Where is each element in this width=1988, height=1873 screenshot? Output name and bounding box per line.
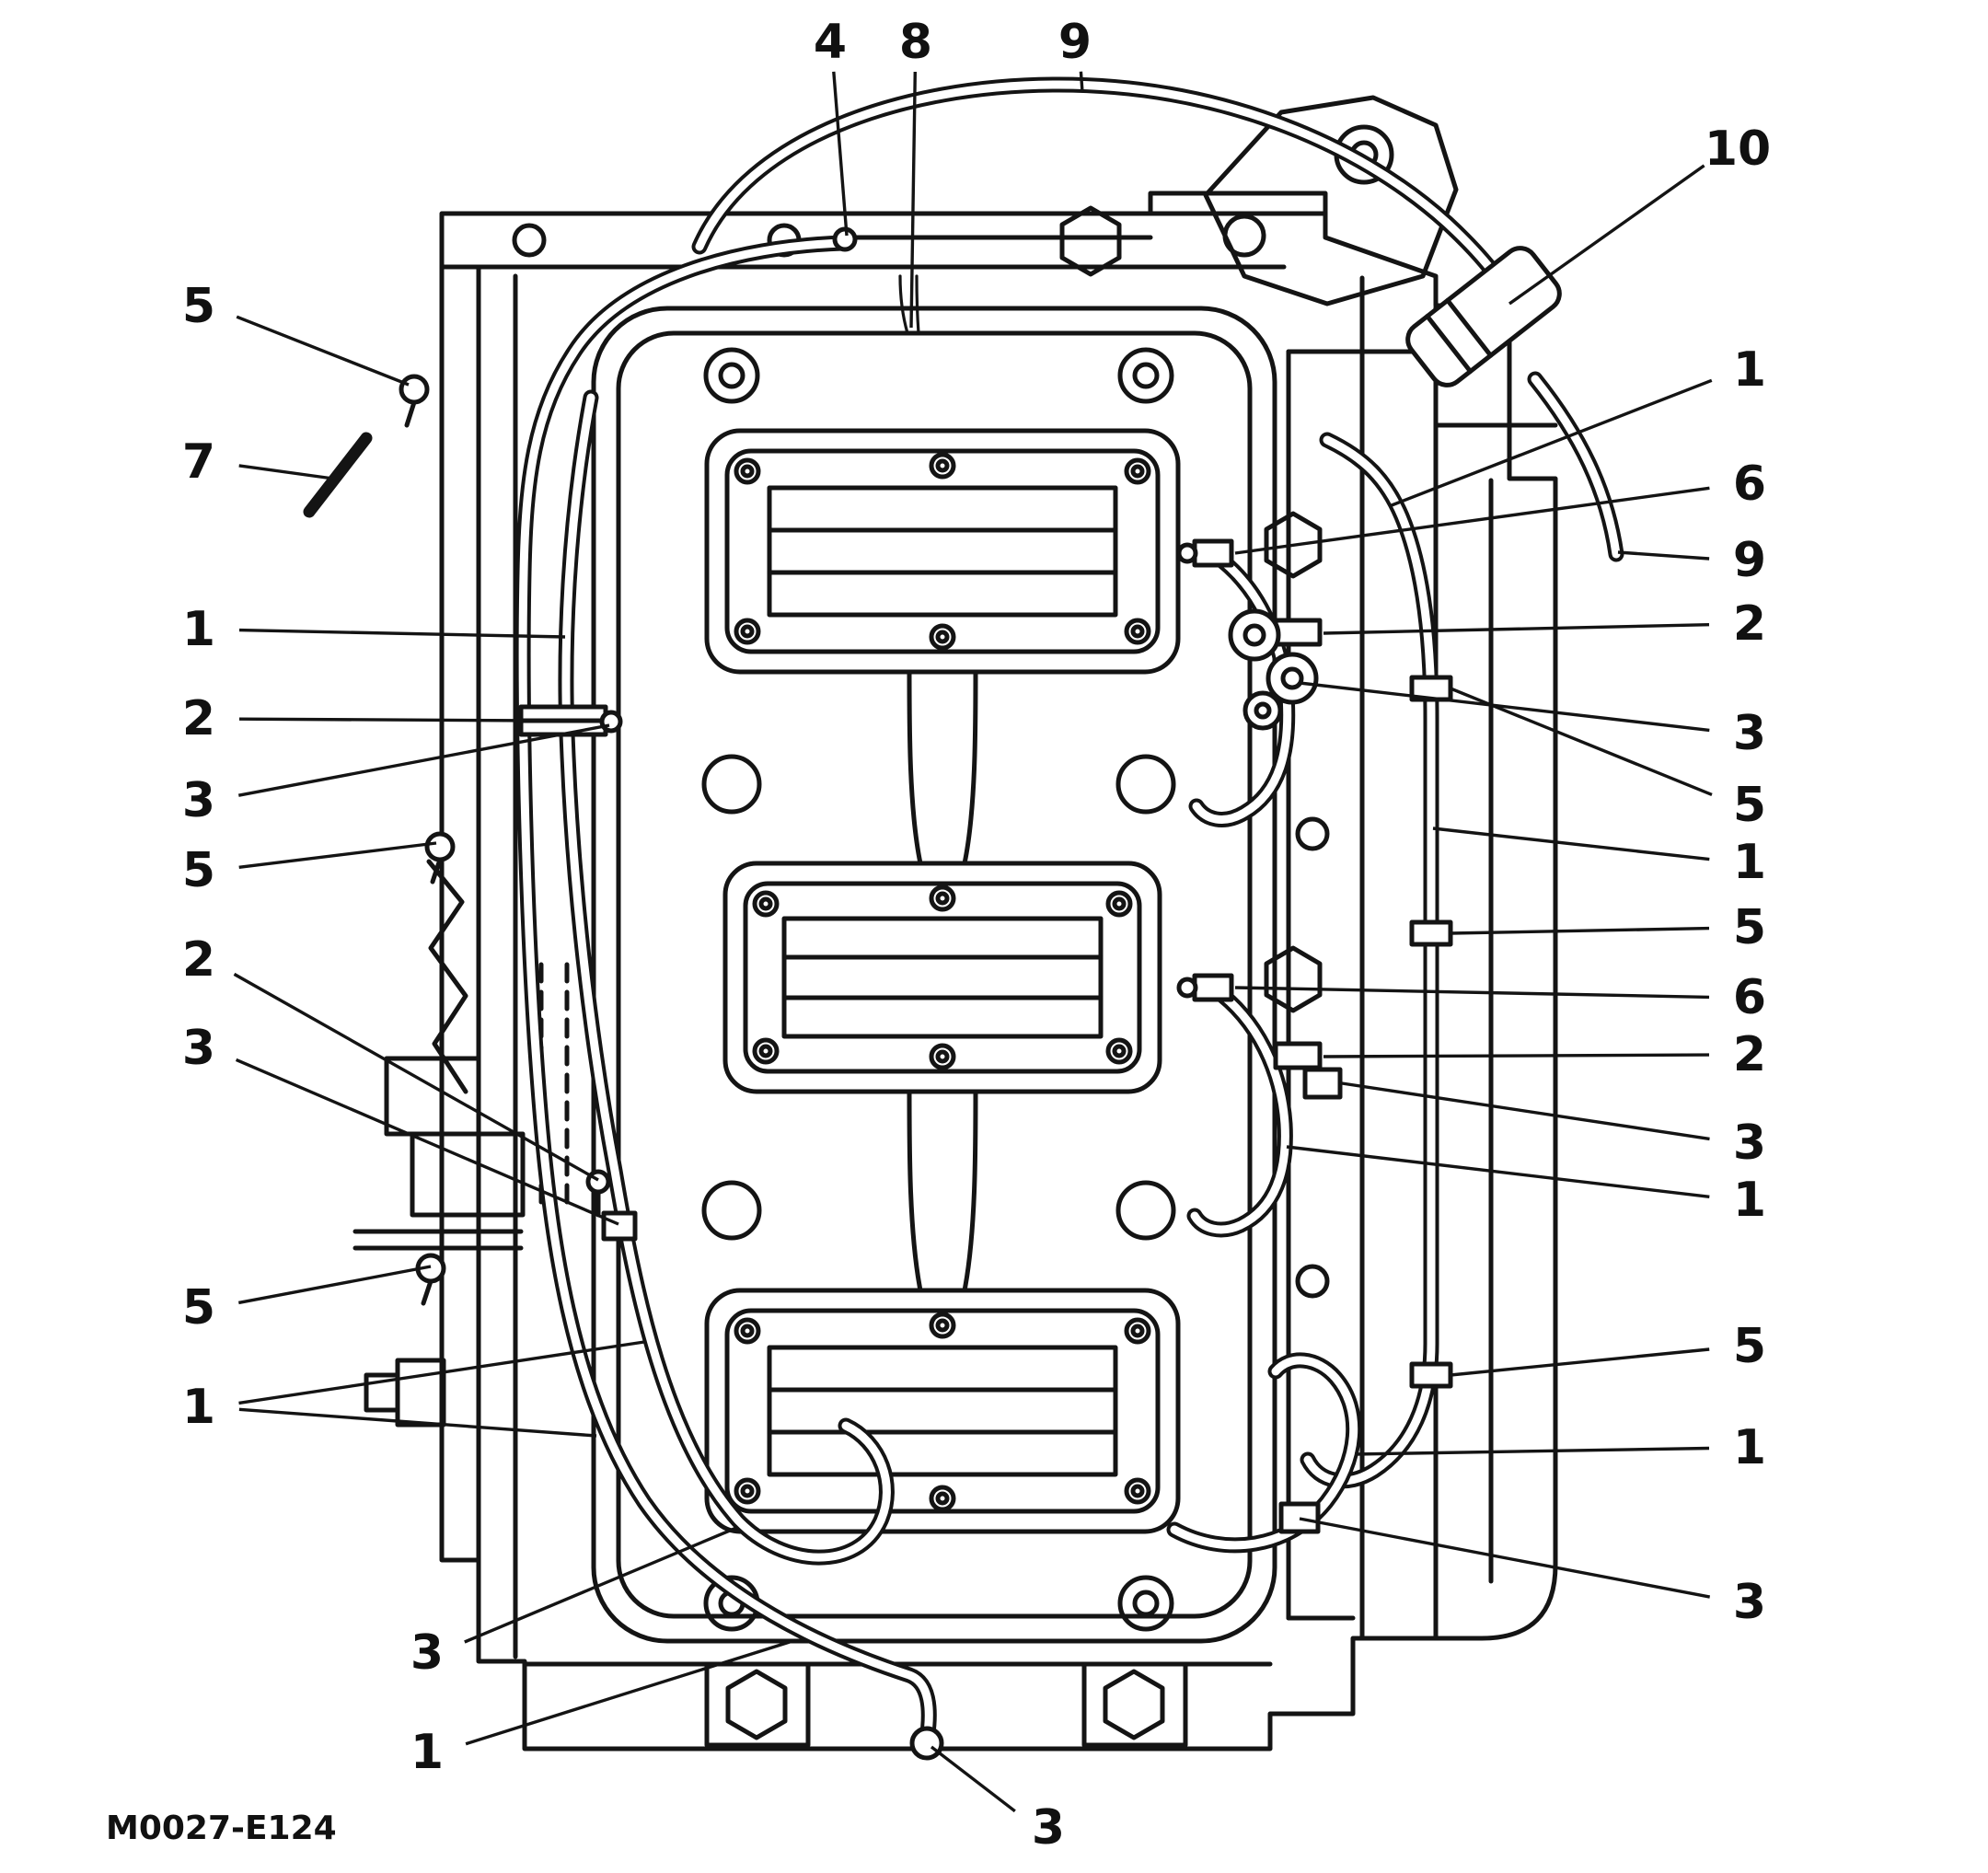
engine-block-structure: [353, 95, 1558, 1752]
lift-bracket: [1203, 95, 1459, 306]
callout-9: 9: [1058, 15, 1092, 70]
callout-7: 7: [182, 434, 215, 490]
callout-1: 1: [1733, 1173, 1766, 1228]
callout-leader-line: [464, 1526, 737, 1644]
hose-clamps-and-fittings: [303, 226, 1562, 1761]
callout-1: 1: [1733, 835, 1766, 890]
bottom-hex-bolt: [725, 1669, 788, 1740]
bottom-elbow: [909, 1726, 944, 1761]
callout-leader-line: [1323, 1053, 1710, 1058]
callout-5: 5: [1733, 778, 1766, 833]
callout-leader-line: [1354, 1446, 1710, 1456]
callout-leader-line: [1450, 926, 1710, 935]
callout-leader-line: [1286, 1145, 1710, 1198]
callout-1: 1: [1733, 1420, 1766, 1475]
callout-leader-line: [1234, 486, 1710, 555]
check-valve: [1228, 608, 1281, 662]
callout-5: 5: [182, 1280, 215, 1335]
callout-8: 8: [899, 15, 932, 70]
right-hose-clamp: [1273, 1041, 1323, 1070]
callout-leader-line: [237, 1265, 432, 1305]
left-elbow: [601, 1210, 638, 1242]
callout-10: 10: [1705, 121, 1771, 177]
nipple-fitting: [1192, 538, 1234, 568]
callout-leader-line: [832, 71, 849, 237]
callout-leader-line: [233, 972, 599, 1182]
callout-2: 2: [182, 691, 215, 746]
bottom-hex-bolt: [1103, 1669, 1165, 1740]
callout-leader-line: [1432, 827, 1710, 861]
callout-leader-line: [238, 628, 566, 639]
callout-3: 3: [1733, 1116, 1766, 1171]
callout-1: 1: [182, 602, 215, 657]
callout-3: 3: [182, 773, 215, 828]
callout-leader-line: [1450, 1347, 1710, 1377]
callout-3: 3: [1032, 1800, 1065, 1856]
callout-leader-line: [238, 841, 437, 869]
callout-leader-line: [1341, 1081, 1710, 1141]
callout-leader-line: [1391, 378, 1713, 507]
dowel-pin: [303, 432, 373, 518]
callout-6: 6: [1733, 457, 1766, 512]
callout-leader-line: [1234, 986, 1710, 1000]
callout-9: 9: [1733, 533, 1766, 588]
side-hex-bolt: [1264, 511, 1323, 579]
reed-cover-top: [704, 428, 1181, 675]
callout-5: 5: [1733, 1319, 1766, 1374]
hose-retainer-tab: [1409, 919, 1453, 947]
callout-2: 2: [1733, 1027, 1766, 1082]
callout-2: 2: [1733, 596, 1766, 652]
callout-5: 5: [182, 279, 215, 334]
callout-leader-line: [930, 1745, 1016, 1813]
callout-leader-line: [1079, 71, 1084, 93]
block-outline: [439, 191, 1558, 1752]
check-valve: [1242, 690, 1283, 731]
side-hex-bolt: [1264, 945, 1323, 1013]
clamp-bolt: [399, 374, 430, 405]
callout-leader-line: [909, 71, 917, 329]
callout-leader-line: [236, 315, 410, 387]
callout-leader-line: [235, 1058, 619, 1226]
callout-2: 2: [182, 932, 215, 988]
top-hex-bolt: [1059, 205, 1122, 277]
callout-leader-line: [1299, 1517, 1711, 1599]
elbow-fitting: [1278, 1501, 1321, 1534]
callout-3: 3: [1733, 706, 1766, 761]
callout-leader-line: [1323, 623, 1710, 635]
elbow-fitting: [1302, 1067, 1343, 1100]
figure-code: M0027-E124: [106, 1809, 337, 1847]
right-hose-clamp: [1273, 618, 1323, 647]
callout-3: 3: [1733, 1575, 1766, 1630]
callout-leader-line: [238, 717, 544, 723]
callout-1: 1: [410, 1725, 444, 1780]
callout-leader-line: [1299, 681, 1710, 733]
callout-leader-line: [237, 723, 610, 797]
callout-leader-line: [1450, 687, 1713, 796]
check-valve: [1266, 652, 1319, 705]
nipple-fitting: [1192, 973, 1234, 1002]
clamp-bolt: [424, 831, 456, 862]
callout-5: 5: [182, 843, 215, 898]
callout-1: 1: [1733, 342, 1766, 398]
callout-1: 1: [182, 1380, 215, 1435]
callout-3: 3: [410, 1625, 444, 1681]
crankcase-plate: [591, 306, 1277, 1644]
callout-leader-line: [238, 1340, 645, 1405]
callout-leader-line: [1508, 164, 1705, 306]
hose-boot: [1405, 246, 1562, 387]
callout-4: 4: [814, 15, 847, 70]
callout-leader-line: [1617, 550, 1710, 561]
callout-5: 5: [1733, 900, 1766, 955]
reed-cover-bottom: [704, 1288, 1181, 1534]
callout-leader-line: [238, 1407, 597, 1438]
callout-6: 6: [1733, 970, 1766, 1025]
hose-retainer-tab: [1409, 1361, 1453, 1389]
reed-cover-middle: [722, 861, 1162, 1094]
callout-leader-line: [238, 464, 334, 480]
callout-3: 3: [182, 1021, 215, 1076]
callout-leader-line: [465, 1640, 791, 1746]
